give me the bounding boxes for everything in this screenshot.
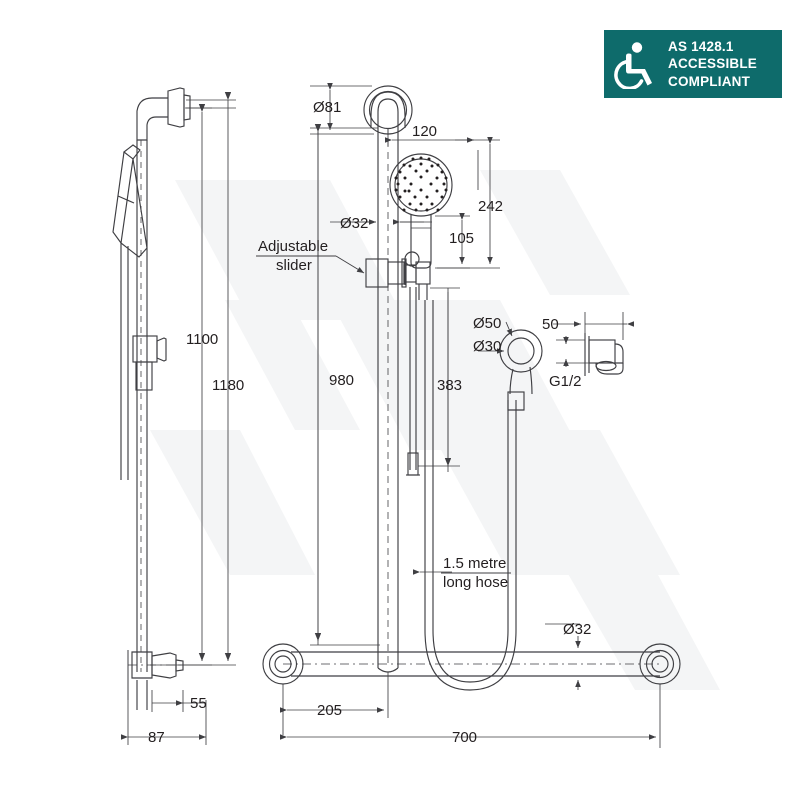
callout-slider-line2: slider (276, 257, 312, 274)
dim-700: 700 (452, 729, 477, 746)
dim-120: 120 (412, 123, 437, 140)
shower-head-spray-dots (394, 156, 448, 212)
side-rail-top-elbow (136, 97, 168, 141)
compliance-badge: AS 1428.1 ACCESSIBLE COMPLIANT (602, 28, 784, 100)
dim-242: 242 (478, 198, 503, 215)
main-top-wall-flange (363, 85, 413, 135)
dim-dia-32-grabrail: Ø32 (563, 621, 591, 638)
main-shower-rail (377, 128, 399, 673)
callout-slider-line1: Adjustable (258, 238, 328, 255)
side-elevation-view (112, 87, 191, 710)
adjustable-slider (365, 251, 431, 476)
dim-dia-32-rail: Ø32 (340, 215, 368, 232)
left-dimension-lines (121, 92, 236, 745)
dim-383: 383 (437, 377, 462, 394)
side-lower-stub (120, 243, 129, 480)
badge-line-1: AS 1428.1 (668, 39, 734, 55)
dim-1180: 1180 (212, 377, 244, 394)
dim-55: 55 (190, 695, 207, 712)
dim-dia-30: Ø30 (473, 338, 501, 355)
dim-205: 205 (317, 702, 342, 719)
dim-dia-81: Ø81 (313, 99, 341, 116)
side-top-wall-flange (167, 87, 191, 128)
wheelchair-accessible-icon (614, 42, 652, 89)
dim-dia-50: Ø50 (473, 315, 501, 332)
dim-980: 980 (329, 372, 354, 389)
badge-line-2: ACCESSIBLE (668, 56, 758, 72)
side-rail-tube (136, 140, 148, 672)
badge-text-block: AS 1428.1 ACCESSIBLE COMPLIANT (668, 38, 757, 90)
side-adjustable-slider (132, 335, 167, 391)
background-watermark (150, 170, 720, 690)
adjustable-slider-callout: Adjustable slider (256, 238, 365, 274)
callout-hose-line2: long hose (443, 574, 508, 591)
dim-1100: 1100 (186, 331, 218, 348)
main-dimension-lines (280, 83, 661, 748)
dim-105: 105 (449, 230, 474, 247)
hose-length-callout: 1.5 metre long hose (441, 555, 511, 591)
side-hand-shower (112, 144, 148, 258)
dim-87: 87 (148, 729, 165, 746)
side-bottom-wall-flange (127, 650, 184, 710)
dim-50: 50 (542, 316, 559, 333)
badge-line-3: COMPLIANT (668, 73, 751, 89)
dim-g12: G1/2 (549, 373, 582, 390)
callout-hose-line1: 1.5 metre (443, 555, 506, 572)
wall-outlet-side (584, 333, 624, 376)
